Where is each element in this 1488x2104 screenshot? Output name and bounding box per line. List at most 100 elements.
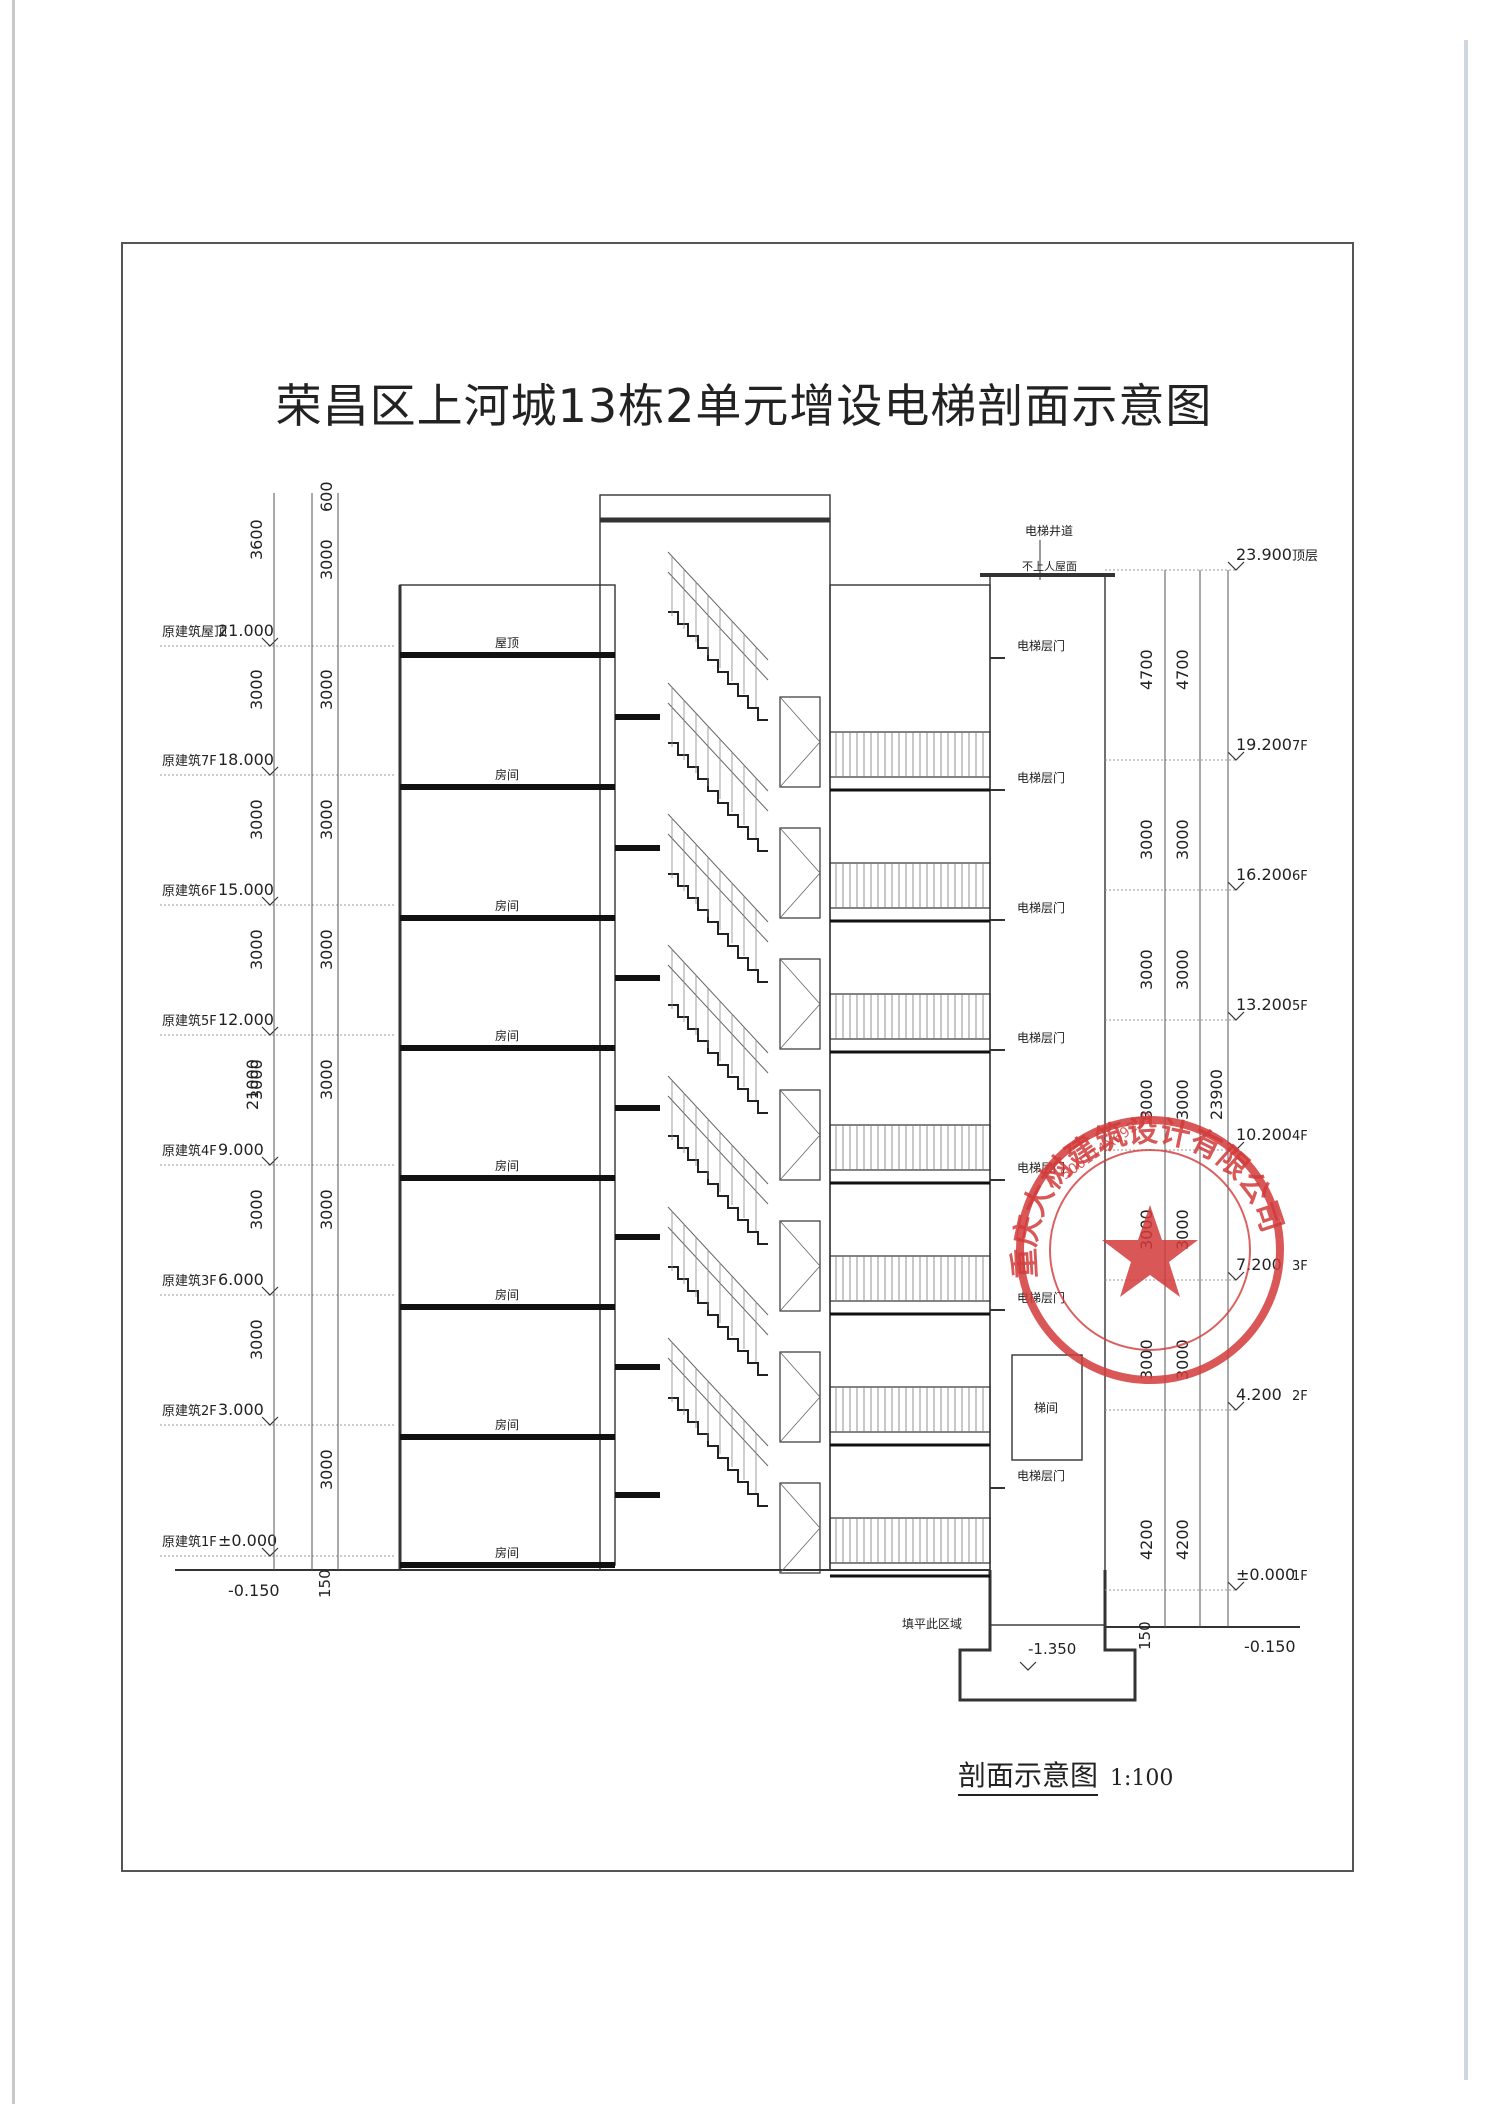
pit-marker <box>1019 1661 1037 1671</box>
left-dim-b: 3000 <box>317 669 336 710</box>
stair-flight <box>668 611 768 721</box>
right-level-floor: 2F <box>1292 1389 1308 1404</box>
right-level-elev: 19.200 <box>1236 735 1292 754</box>
right-level-elev: 4.200 <box>1236 1385 1282 1404</box>
fill-note: 填平此区域 <box>902 1617 962 1631</box>
left-level-elev: 12.000 <box>218 1010 274 1029</box>
stair-rail <box>667 1206 769 1316</box>
scan-edge-left <box>12 0 15 2104</box>
stair-flight <box>668 873 768 983</box>
right-level-floor: 顶层 <box>1292 549 1318 564</box>
door-swing <box>779 1351 821 1443</box>
elevator-door-label: 电梯层门 <box>1017 1030 1065 1045</box>
elevator-door-label: 电梯层门 <box>1017 900 1065 915</box>
level-marker <box>261 637 279 647</box>
stair-flight <box>668 1135 768 1245</box>
left-grade-elev: -0.150 <box>228 1581 280 1600</box>
caption-scale: 1:100 <box>1110 1766 1174 1791</box>
left-dim-a: 3000 <box>247 929 266 970</box>
left-level-elev: 6.000 <box>218 1270 264 1289</box>
right-dim-b: 3000 <box>1173 819 1192 860</box>
slab-room-label: 房间 <box>495 1028 519 1043</box>
corridor-railing <box>829 1255 991 1302</box>
level-marker <box>1227 1271 1245 1281</box>
left-level-elev: ±0.000 <box>218 1531 277 1550</box>
slab-room-label: 房间 <box>495 767 519 782</box>
level-marker <box>261 1156 279 1166</box>
stair-rail <box>667 571 769 681</box>
level-marker <box>261 896 279 906</box>
stair-rail <box>667 1095 769 1205</box>
top-note: 不上人屋面 <box>1022 560 1077 573</box>
elevator-machine-box <box>1011 1354 1083 1461</box>
slab-room-label: 房间 <box>495 1287 519 1302</box>
corridor-outline <box>829 584 991 1571</box>
left-level-elev: 21.000 <box>218 621 274 640</box>
door-swing <box>779 1220 821 1312</box>
right-dim-a: 3000 <box>1137 1339 1156 1380</box>
left-dim-b: 3000 <box>317 799 336 840</box>
right-level-elev: 16.200 <box>1236 865 1292 884</box>
door <box>779 827 821 919</box>
stair-rail <box>667 813 769 923</box>
right-dim-a: 3000 <box>1137 819 1156 860</box>
machine-label: 梯间 <box>1034 1401 1058 1415</box>
pit-elev: -1.350 <box>1028 1640 1076 1658</box>
slab-room-label: 房间 <box>495 1545 519 1560</box>
left-dim-b: 3000 <box>317 1059 336 1100</box>
left-dim-b: 3000 <box>317 539 336 580</box>
right-dim-a: 3000 <box>1137 949 1156 990</box>
stair-rail <box>667 944 769 1054</box>
stair-rail <box>667 1357 769 1467</box>
slab-room-label: 房间 <box>495 1417 519 1432</box>
left-dim-a: 3000 <box>247 1319 266 1360</box>
right-level-elev: ±0.000 <box>1236 1565 1295 1584</box>
stair-rail <box>667 1226 769 1336</box>
door-swing <box>779 1482 821 1574</box>
door <box>779 1220 821 1312</box>
left-dim-b: 3000 <box>317 1449 336 1490</box>
right-dim-a: 4200 <box>1137 1519 1156 1560</box>
company-stamp-inner-ring <box>1049 1149 1251 1351</box>
elevator-door-label: 电梯层门 <box>1017 1468 1065 1483</box>
door-swing <box>779 696 821 788</box>
right-dim-b: 3000 <box>1173 949 1192 990</box>
right-level-elev: 23.900 <box>1236 545 1292 564</box>
right-dim-b: 3000 <box>1173 1209 1192 1250</box>
stair-flight <box>668 1397 768 1507</box>
left-dim-a: 3000 <box>247 799 266 840</box>
left-level-label: 原建筑屋顶 <box>162 624 227 640</box>
caption: 剖面示意图 1:100 <box>958 1754 1174 1796</box>
stair-flight <box>668 1004 768 1114</box>
left-level-label: 原建筑3F <box>162 1273 217 1289</box>
level-marker <box>261 1286 279 1296</box>
left-dim-a: 3000 <box>247 1059 266 1100</box>
level-marker <box>1227 751 1245 761</box>
stair-rail <box>667 702 769 812</box>
company-stamp-star <box>1102 1205 1198 1297</box>
right-level-floor: 1F <box>1292 1569 1308 1584</box>
left-dim-b: 3000 <box>317 1189 336 1230</box>
door <box>779 958 821 1050</box>
drawing-title: 荣昌区上河城13栋2单元增设电梯剖面示意图 <box>275 379 1213 433</box>
level-marker <box>261 1026 279 1036</box>
caption-name: 剖面示意图 <box>958 1759 1099 1796</box>
left-level-label: 原建筑1F <box>162 1534 217 1550</box>
level-marker <box>1227 881 1245 891</box>
right-dim-a: 3000 <box>1137 1079 1156 1120</box>
right-dim-b: 4200 <box>1173 1519 1192 1560</box>
left-plinth-dim: 150 <box>316 1569 334 1598</box>
stair-rail <box>667 1075 769 1185</box>
door <box>779 1482 821 1574</box>
corridor-railing <box>829 993 991 1040</box>
stair-rail <box>667 833 769 943</box>
stair-rail <box>667 682 769 792</box>
elevator-door-label: 电梯层门 <box>1017 638 1065 653</box>
right-dim-b: 3000 <box>1173 1339 1192 1380</box>
level-marker <box>261 1416 279 1426</box>
level-marker <box>261 766 279 776</box>
stair-flight <box>668 742 768 852</box>
right-plinth-dim: 150 <box>1136 1621 1154 1650</box>
stair-flight <box>668 1266 768 1376</box>
